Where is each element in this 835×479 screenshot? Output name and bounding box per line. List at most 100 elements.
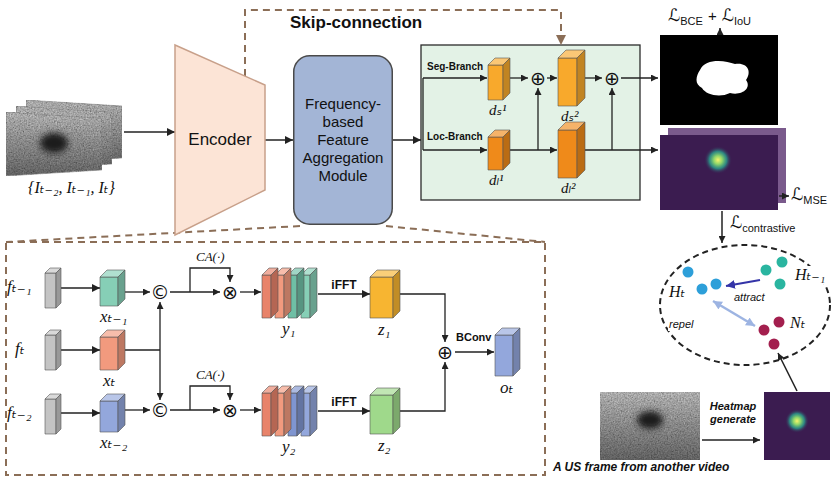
text-label: CA(·) — [196, 250, 225, 265]
text-label: attract — [733, 291, 766, 304]
decoder-wires-part — [510, 77, 528, 78]
feature-slab — [45, 394, 61, 434]
feature-slab — [488, 58, 510, 100]
node-label: Encoder — [188, 130, 251, 150]
node-label: Seg-Branch — [427, 61, 483, 73]
slab-front — [262, 275, 271, 318]
zoom-frame — [6, 226, 545, 475]
embedding-space-part — [697, 284, 708, 295]
text-label: MSE — [803, 194, 827, 206]
text-label: IoU — [734, 15, 751, 27]
text-label: BConv — [456, 331, 491, 344]
flow-arrow — [318, 410, 370, 412]
flow-arrow — [61, 349, 100, 351]
segmentation-mask-part — [660, 35, 778, 125]
spectrum-block: xₜ₋₁ — [100, 270, 125, 306]
feature-map-shape — [45, 394, 61, 434]
operator-symbol: © — [149, 281, 171, 303]
slab-side — [118, 394, 125, 432]
loss-label: ℒcontrastive — [730, 213, 795, 235]
text-label: Hₜ₋₁ — [794, 266, 826, 284]
fusion-wires-part — [170, 291, 220, 292]
text-label: contrastive — [742, 222, 795, 234]
feature-slab — [45, 330, 61, 370]
operator-symbol: © — [149, 399, 171, 421]
feature-block-shape — [488, 130, 510, 170]
feature-slab — [488, 130, 510, 170]
decoder-wires-part — [585, 77, 602, 78]
node-label: dₗ² — [561, 179, 576, 197]
slab-front — [370, 277, 393, 318]
negative-sample-part — [600, 392, 700, 460]
slab-side — [271, 386, 278, 436]
segmentation-mask-part — [697, 61, 749, 96]
embedding-space-part — [761, 265, 772, 276]
feature-map-shape — [45, 268, 61, 308]
text-label: Hₜ — [668, 283, 686, 301]
slab-front — [45, 335, 56, 370]
slab-side — [577, 122, 585, 178]
zoom-frame-part — [6, 226, 300, 242]
edge-label: Skip-connection — [290, 13, 422, 33]
decoder-wires-part — [510, 149, 557, 150]
spatial-block-shape — [370, 388, 400, 434]
segmentation-mask-part — [719, 28, 721, 34]
operator-symbol: ⊗ — [219, 399, 241, 421]
text-label: CA(·) — [196, 368, 225, 383]
edge-label: iFFT — [331, 396, 356, 410]
text-label: + — [708, 7, 717, 24]
flow-arrow — [318, 293, 370, 295]
spectrum-block-shape — [100, 270, 125, 306]
text-label: BCE — [680, 15, 703, 27]
fusion-wires-part — [240, 291, 261, 292]
decoder-wires-part — [423, 77, 487, 78]
slab-front — [45, 273, 56, 308]
fusion-wires-part — [170, 409, 220, 410]
flow-arrow — [61, 287, 100, 289]
fusion-wires-part — [400, 294, 445, 342]
output-block-shape — [495, 328, 520, 376]
fusion-wires-part — [125, 409, 150, 410]
feature-block-shape — [558, 122, 585, 178]
encoder-block: Encoder — [175, 45, 265, 235]
slab-front — [488, 65, 503, 100]
decoder-wires-part — [423, 149, 487, 150]
module-box: Frequency-based Feature Aggregation Modu… — [293, 55, 393, 225]
embedding-space-part — [660, 245, 830, 365]
node-label: fₜ₋₂ — [7, 403, 32, 423]
slab-front — [495, 335, 513, 376]
module-shape — [294, 56, 393, 225]
feature-slab — [45, 268, 61, 308]
slab-front — [45, 399, 56, 434]
flow-arrow — [393, 139, 421, 141]
slab-side — [503, 58, 510, 100]
embedding-space-part — [683, 267, 694, 278]
slab-front — [488, 137, 503, 170]
slab-side — [393, 388, 400, 434]
feature-block: dₛ² — [558, 50, 585, 106]
flow-arrow — [61, 412, 100, 414]
feature-slab — [370, 388, 400, 434]
feature-block: dₛ¹ — [488, 58, 510, 100]
slab-front — [558, 130, 577, 178]
node-label: xₜ — [103, 371, 116, 391]
slab-side — [118, 330, 125, 370]
feature-block-shape — [558, 50, 585, 106]
decoder-panel — [421, 45, 640, 200]
feature-map-shape — [45, 330, 61, 370]
slab-front — [558, 58, 577, 106]
node-label: fₜ₋₁ — [7, 277, 32, 297]
text-label: ℒ — [668, 6, 680, 25]
input-frames: {Iₜ₋₂, Iₜ₋₁, Iₜ} — [6, 88, 124, 176]
fusion-wires-part — [159, 302, 160, 350]
embedding-space-part — [775, 279, 786, 290]
decoder-wires-part — [621, 77, 658, 78]
node-label: Frequency-based Feature Aggregation Modu… — [300, 95, 386, 185]
operator-symbol: ⊕ — [527, 67, 549, 89]
operator-symbol: ⊕ — [434, 341, 456, 363]
text-label: Heatmap generate — [704, 400, 762, 425]
text-label: ℒ — [722, 6, 734, 25]
spectrum-block-shape — [100, 330, 125, 370]
embedding-space-part — [726, 280, 760, 286]
fusion-wires-part — [125, 349, 160, 350]
